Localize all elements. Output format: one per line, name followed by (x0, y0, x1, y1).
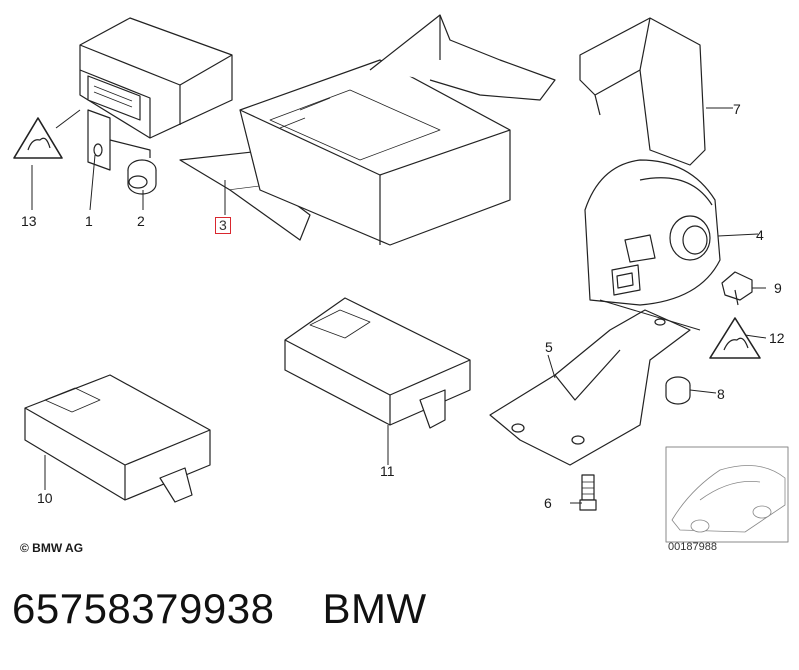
callout-6: 6 (544, 495, 552, 511)
drawing-number: 00187988 (668, 541, 717, 553)
callout-10: 10 (37, 490, 53, 506)
clip-part-9 (721, 271, 753, 306)
module-part-10 (24, 374, 211, 503)
copyright-notice: © BMW AG (20, 541, 84, 555)
control-module-part-1 (79, 17, 233, 171)
module-part-11 (284, 297, 471, 429)
callout-13: 13 (21, 213, 37, 229)
vehicle-thumbnail (665, 446, 789, 543)
siren-part-4 (584, 159, 721, 306)
grommet-part-8 (665, 376, 691, 405)
callout-3: 3 (215, 217, 231, 234)
callout-2: 2 (137, 213, 145, 229)
warning-label-part-13 (13, 117, 63, 159)
part-number: 65758379938 (12, 585, 275, 632)
leader-lines (31, 107, 767, 504)
callout-8: 8 (717, 386, 725, 402)
callout-1: 1 (85, 213, 93, 229)
warning-label-part-12 (709, 317, 761, 359)
cover-shell-part-7 (579, 17, 706, 166)
callout-12: 12 (769, 330, 785, 346)
callout-5: 5 (545, 339, 553, 355)
brand-name: BMW (322, 585, 427, 632)
bracket-part-5 (489, 309, 691, 466)
footer-caption: 65758379938 BMW (12, 585, 427, 633)
callout-7: 7 (733, 101, 741, 117)
screw-part-6 (579, 474, 597, 511)
callout-4: 4 (756, 227, 764, 243)
callout-9: 9 (774, 280, 782, 296)
grommet-part-2 (127, 159, 157, 195)
cover-part-3 (179, 14, 556, 246)
callout-11: 11 (380, 463, 395, 479)
